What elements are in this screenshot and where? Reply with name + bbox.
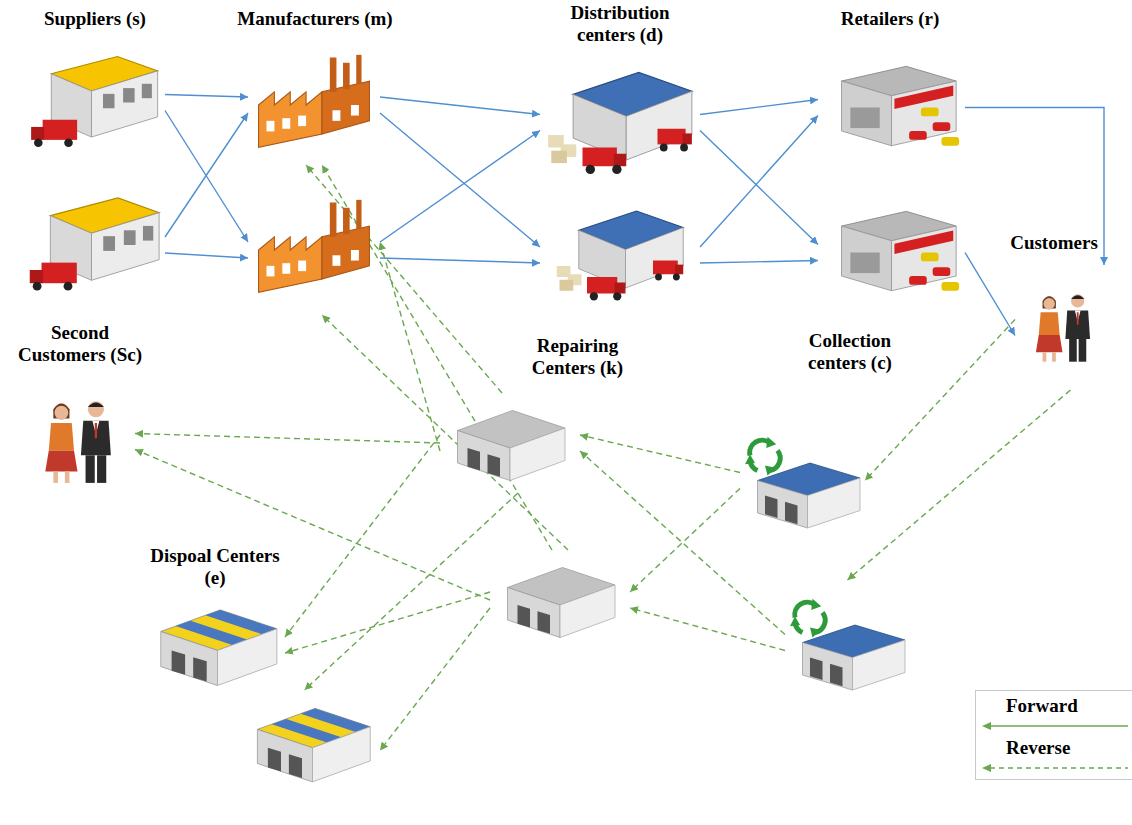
forward-flow-arrow xyxy=(700,100,818,264)
legend-text: Forward xyxy=(1006,691,1132,717)
facility-icon xyxy=(490,550,630,650)
facility-icon xyxy=(245,690,380,795)
facility-label: Customers xyxy=(1004,232,1104,254)
facility-icon xyxy=(20,384,135,499)
flow-line xyxy=(322,165,552,550)
flow-line xyxy=(380,258,540,263)
facility-node: Suppliers (s) xyxy=(10,8,180,308)
legend-row: Forward xyxy=(976,691,1132,733)
facility-label: Second Customers (Sc) xyxy=(5,322,155,366)
legend-sample xyxy=(978,763,1128,773)
flow-line xyxy=(165,113,248,237)
flow-line xyxy=(965,108,1104,266)
facility-icon xyxy=(18,45,165,160)
reverse-flow-arrow xyxy=(306,165,568,550)
reverse-flow-arrow xyxy=(135,434,490,601)
flow-line xyxy=(135,434,440,444)
facility-icon xyxy=(540,60,700,185)
legend-text: Reverse xyxy=(1006,733,1132,759)
flow-line xyxy=(380,242,440,451)
flow-line xyxy=(700,116,818,248)
facility-label: Collection centers (c) xyxy=(790,330,910,374)
flow-line xyxy=(165,253,248,258)
legend-row: Reverse xyxy=(976,733,1132,775)
facility-node: Repairing Centers (k) xyxy=(440,335,640,655)
facility-icon xyxy=(540,200,700,310)
facility-icon xyxy=(818,45,965,170)
facility-label: Suppliers (s) xyxy=(10,8,180,30)
facility-label: Distribution centers (d) xyxy=(550,2,690,46)
flow-line xyxy=(285,592,490,653)
flow-line xyxy=(848,390,1071,580)
facility-node: Distribution centers (d) xyxy=(530,2,710,312)
flow-line xyxy=(630,608,785,651)
facility-icon xyxy=(785,580,910,705)
forward-flow-arrow xyxy=(380,97,540,263)
flow-line xyxy=(305,493,519,690)
flow-line xyxy=(380,131,540,243)
forward-flow-arrow xyxy=(165,95,248,259)
facility-node: Dispoal Centers (e) xyxy=(140,545,390,800)
facility-node: Manufacturers (m) xyxy=(215,8,415,318)
flow-line xyxy=(285,435,440,637)
flow-line xyxy=(700,261,818,264)
facility-icon xyxy=(1015,265,1110,390)
flow-line xyxy=(630,489,740,593)
facility-icon xyxy=(740,418,865,543)
flow-line xyxy=(580,435,740,473)
facility-icon xyxy=(248,185,380,315)
facility-label: Manufacturers (m) xyxy=(215,8,415,30)
flow-line xyxy=(165,111,248,243)
flow-line xyxy=(165,95,248,98)
facility-label: Repairing Centers (k) xyxy=(520,335,635,379)
legend-box: ForwardReverse xyxy=(975,690,1132,780)
facility-node: Retailers (r) xyxy=(800,8,980,318)
flow-line xyxy=(135,450,490,601)
facility-label: Retailers (r) xyxy=(800,8,980,30)
facility-node: Second Customers (Sc) xyxy=(5,322,160,507)
flow-line xyxy=(380,97,540,115)
flow-line xyxy=(306,165,502,393)
flow-line xyxy=(322,315,568,550)
facility-label: Dispoal Centers (e) xyxy=(150,545,280,589)
flow-line xyxy=(700,100,818,115)
flow-line xyxy=(380,113,540,247)
facility-icon xyxy=(18,185,165,305)
flow-line xyxy=(965,253,1015,336)
facility-node: Customers xyxy=(1000,232,1120,397)
forward-flow-arrow xyxy=(965,108,1104,336)
facility-node: Collection centers (c) xyxy=(735,330,915,710)
reverse-flow-arrow xyxy=(285,435,518,751)
facility-icon xyxy=(248,45,380,165)
flow-line xyxy=(380,608,490,751)
facility-icon xyxy=(818,190,965,315)
facility-icon xyxy=(150,590,285,700)
legend-sample xyxy=(978,721,1128,731)
facility-icon xyxy=(440,393,580,493)
